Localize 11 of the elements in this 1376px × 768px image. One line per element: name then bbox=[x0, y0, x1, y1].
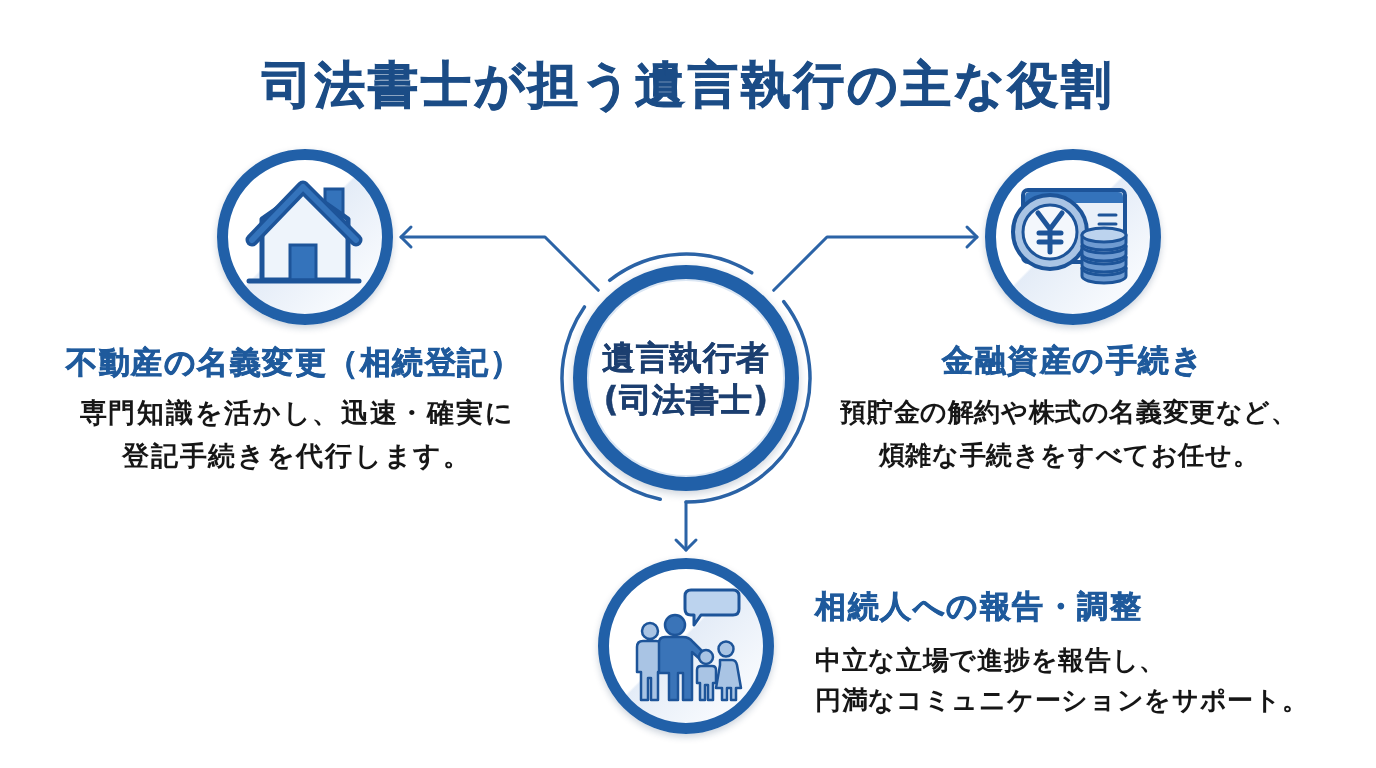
role-label: 遺言執行者(司法書士) bbox=[601, 337, 771, 421]
section-heading: 金融資産の手続き bbox=[942, 341, 1204, 380]
section-heading: 不動産の名義変更（相続登記） bbox=[66, 343, 522, 382]
arrow bbox=[772, 225, 979, 292]
section-heading: 相続人への報告・調整 bbox=[815, 587, 1142, 626]
description-text: 専門知識を活かし、迅速・確実に登記手続きを代行します。 bbox=[78, 396, 516, 473]
description-text: 中立な立場で進捗を報告し、円満なコミュニケーションをサポート。 bbox=[815, 644, 1307, 717]
page-title: 司法書士が担う遺言執行の主な役割 bbox=[262, 55, 1114, 115]
description-text: 預貯金の解約や株式の名義変更など、煩雑な手続きをすべてお任せ。 bbox=[839, 396, 1299, 472]
arrow bbox=[399, 225, 600, 292]
center-circle bbox=[573, 265, 799, 491]
